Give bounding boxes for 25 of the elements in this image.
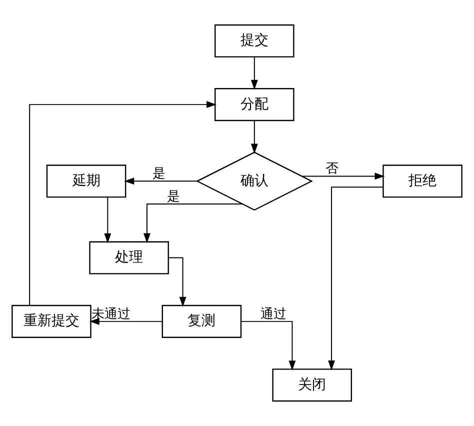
- edge-label: 是: [166, 189, 180, 204]
- arrow: [328, 186, 384, 370]
- node-box: 关闭: [272, 368, 352, 402]
- node-box: 拒绝: [382, 164, 462, 198]
- node-diamond: 确认: [196, 152, 313, 211]
- arrow: [250, 56, 258, 90]
- arrow: [104, 196, 112, 244]
- node-box: 复测: [162, 304, 242, 338]
- edge-label: 是: [152, 166, 166, 182]
- arrow: [143, 204, 243, 244]
- arrow: [240, 320, 296, 371]
- arrow: [250, 120, 258, 154]
- arrow: [89, 318, 163, 325]
- edge-label: 通过: [260, 306, 287, 322]
- arrow: [302, 172, 385, 180]
- node-box: 延期: [46, 164, 126, 198]
- arrow: [168, 257, 186, 307]
- node-box: 提交: [214, 24, 294, 58]
- arrow: [29, 101, 216, 306]
- node-box: 重新提交: [12, 304, 92, 338]
- edge-label: 未通过: [92, 306, 131, 322]
- arrow: [124, 178, 198, 185]
- node-box: 处理: [89, 241, 169, 274]
- node-box: 分配: [214, 88, 294, 122]
- edge-label: 否: [326, 162, 339, 177]
